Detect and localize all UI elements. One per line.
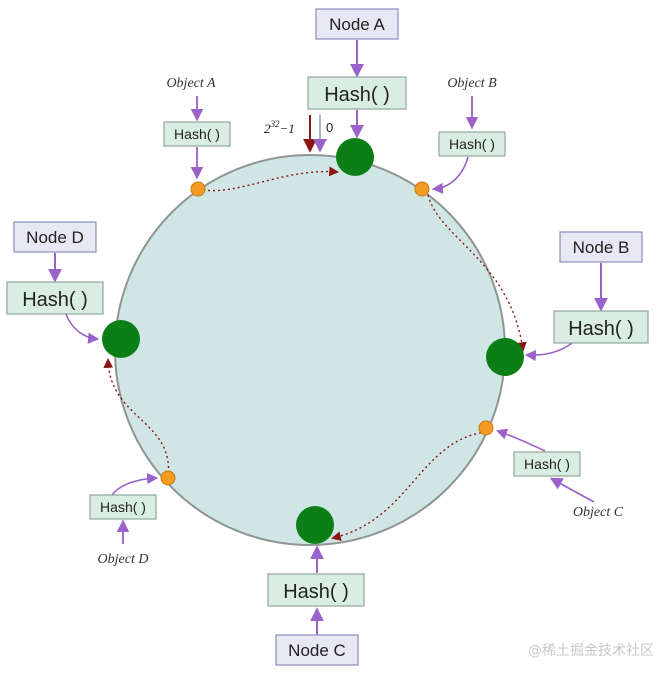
node-c-label: Node C bbox=[288, 641, 346, 660]
object-d-label: Object D bbox=[98, 552, 149, 567]
node-b-group: Node B Hash( ) bbox=[486, 231, 649, 376]
ring-max-suffix: −1 bbox=[280, 121, 295, 136]
object-c-label: Object C bbox=[573, 505, 624, 520]
node-d-arrow-2 bbox=[65, 313, 100, 344]
node-b-box bbox=[559, 231, 643, 263]
object-a-label: Object A bbox=[166, 76, 216, 91]
node-c-hash-box bbox=[267, 573, 365, 607]
object-b-hash-label: Hash( ) bbox=[449, 136, 495, 152]
object-a-hash-box bbox=[163, 121, 231, 147]
object-b-dot bbox=[414, 181, 430, 197]
node-b-dot bbox=[486, 338, 524, 376]
object-b-group: Object B Hash( ) bbox=[414, 76, 506, 197]
node-a-hash-box bbox=[307, 76, 407, 110]
object-b-hash-box bbox=[438, 131, 506, 157]
node-d-group: Node D Hash( ) bbox=[6, 221, 140, 358]
ring-zero-label: 0 bbox=[326, 120, 333, 135]
ring-max-exp: 32 bbox=[270, 119, 281, 129]
ring-max-label: 232−1 bbox=[264, 119, 295, 136]
node-a-dot bbox=[336, 138, 374, 176]
object-d-group: Hash( ) Object D bbox=[89, 470, 176, 567]
node-a-group: Node A Hash( ) bbox=[307, 8, 407, 176]
node-d-box bbox=[13, 221, 97, 253]
object-d-dot bbox=[160, 470, 176, 486]
object-a-hash-label: Hash( ) bbox=[174, 126, 220, 142]
node-a-box bbox=[315, 8, 399, 40]
object-c-arrow-1 bbox=[549, 477, 595, 503]
node-c-group: Hash( ) Node C bbox=[267, 506, 365, 666]
object-d-arrow-2 bbox=[111, 472, 159, 496]
node-b-hash-box bbox=[553, 310, 649, 344]
object-c-hash-label: Hash( ) bbox=[524, 456, 570, 472]
node-a-label: Node A bbox=[329, 15, 385, 34]
node-c-dot bbox=[296, 506, 334, 544]
ring-origin-marker: 232−1 0 bbox=[264, 115, 333, 153]
node-c-hash-label: Hash( ) bbox=[283, 581, 349, 603]
node-d-label: Node D bbox=[26, 228, 84, 247]
hash-ring bbox=[114, 154, 506, 546]
node-b-hash-label: Hash( ) bbox=[568, 318, 634, 340]
node-c-box bbox=[275, 634, 359, 666]
object-c-group: Hash( ) Object C bbox=[478, 420, 624, 520]
object-b-label: Object B bbox=[447, 76, 497, 91]
object-d-hash-box bbox=[89, 494, 157, 520]
object-b-arrow-2 bbox=[431, 156, 469, 194]
node-d-hash-label: Hash( ) bbox=[22, 289, 88, 311]
watermark: @稀土掘金技术社区 bbox=[528, 643, 654, 659]
object-c-arrow-2 bbox=[495, 428, 546, 452]
ring-max-base: 2 bbox=[264, 121, 271, 136]
object-d-hash-label: Hash( ) bbox=[100, 499, 146, 515]
object-a-dot bbox=[190, 181, 206, 197]
object-a-group: Object A Hash( ) bbox=[163, 76, 231, 197]
node-b-label: Node B bbox=[573, 238, 630, 257]
node-b-arrow-2 bbox=[524, 342, 573, 362]
node-a-hash-label: Hash( ) bbox=[324, 84, 390, 106]
node-d-hash-box bbox=[6, 281, 104, 315]
object-c-dot bbox=[478, 420, 494, 436]
object-c-hash-box bbox=[513, 451, 581, 477]
node-d-dot bbox=[102, 320, 140, 358]
